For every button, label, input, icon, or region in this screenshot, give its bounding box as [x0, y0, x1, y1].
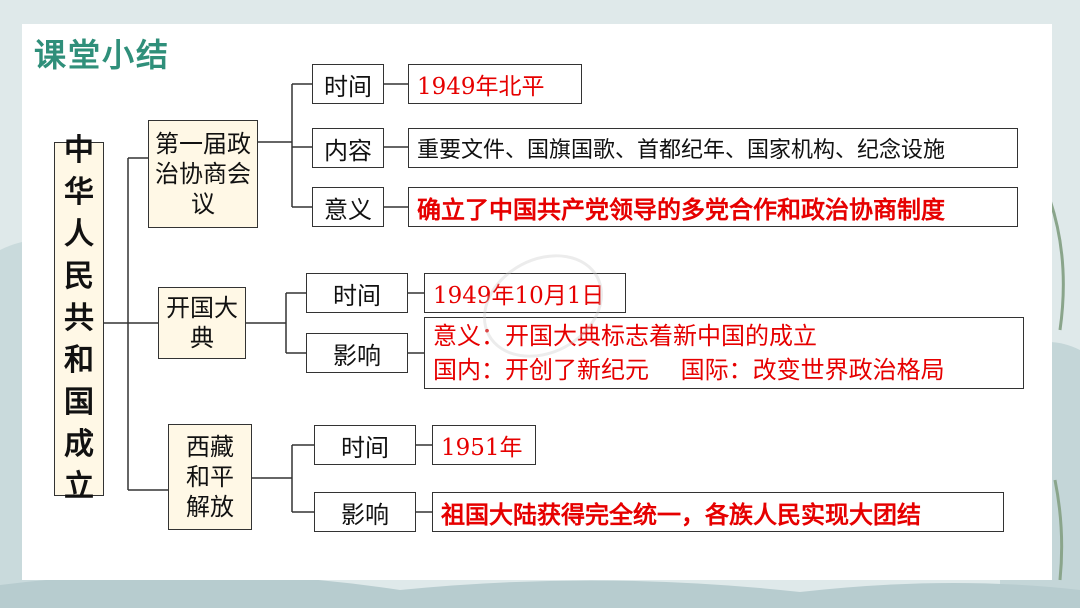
root-char: 中	[64, 130, 94, 172]
cppcc-time-label: 时间	[312, 64, 384, 104]
ceremony-impact-line2: 国内：开创了新纪元 国际：改变世界政治格局	[433, 353, 945, 387]
root-char: 和	[64, 340, 94, 382]
tibet-time-label: 时间	[314, 425, 416, 465]
root-char: 共	[64, 298, 94, 340]
branch-cppcc-label: 第一届政治协商会议	[155, 129, 251, 219]
cppcc-content-value: 重要文件、国旗国歌、首都纪年、国家机构、纪念设施	[408, 128, 1018, 168]
cppcc-meaning-label: 意义	[312, 187, 384, 227]
tibet-impact-label: 影响	[314, 492, 416, 532]
branch-ceremony: 开国大典	[158, 287, 246, 359]
ceremony-impact-label: 影响	[306, 333, 408, 373]
cppcc-time-value: 1949年北平	[408, 64, 582, 104]
root-char: 立	[64, 466, 94, 508]
branch-tibet-label: 西藏和平解放	[175, 432, 245, 522]
cppcc-content-label: 内容	[312, 128, 384, 168]
ceremony-time-label: 时间	[306, 273, 408, 313]
branch-cppcc: 第一届政治协商会议	[148, 120, 258, 228]
root-char: 民	[64, 256, 94, 298]
tibet-time-value: 1951年	[432, 425, 536, 465]
root-char: 人	[64, 214, 94, 256]
root-char: 华	[64, 172, 94, 214]
root-char: 成	[64, 424, 94, 466]
cppcc-meaning-value: 确立了中国共产党领导的多党合作和政治协商制度	[408, 187, 1018, 227]
tibet-impact-value: 祖国大陆获得完全统一，各族人民实现大团结	[432, 492, 1004, 532]
branch-tibet: 西藏和平解放	[168, 424, 252, 530]
branch-ceremony-label: 开国大典	[165, 293, 239, 353]
root-box: 中 华 人 民 共 和 国 成 立	[54, 142, 104, 496]
root-char: 国	[64, 382, 94, 424]
